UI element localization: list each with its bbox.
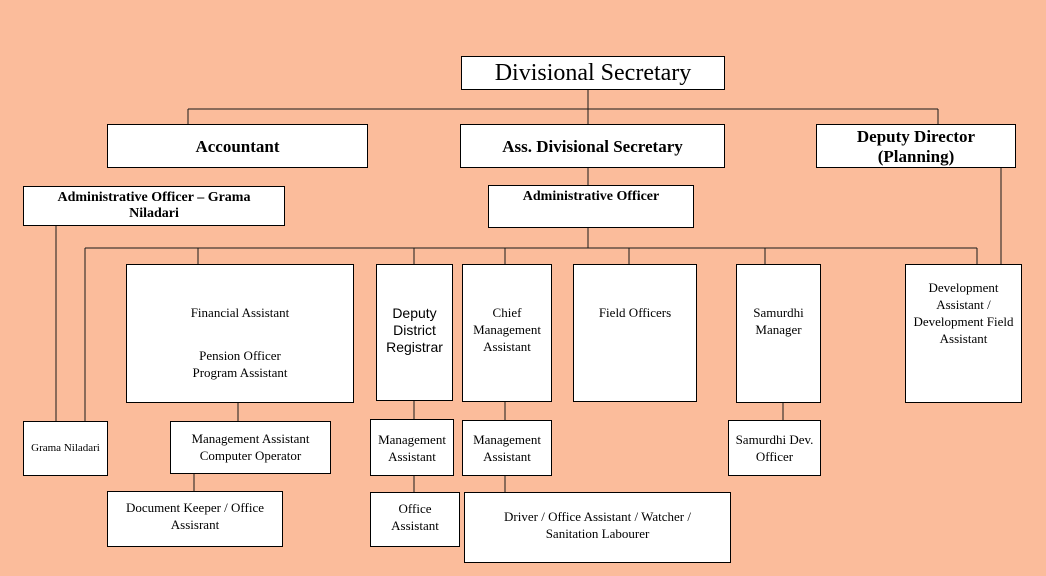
ass-divisional-secretary-box: Ass. Divisional Secretary	[460, 124, 725, 168]
admin-officer-grama-label-2: Niladari	[129, 206, 179, 221]
management-assistant-a-box: Management Assistant	[370, 419, 454, 476]
management-computer-box: Management Assistant Computer Operator	[170, 421, 331, 474]
grama-niladari-box: Grama Niladari	[23, 421, 108, 476]
samurdhi-dev-officer-box: Samurdhi Dev. Officer	[728, 420, 821, 476]
admin-officer-grama-box: Administrative Officer – Grama Niladari	[23, 186, 285, 226]
development-assistant-label: Development	[928, 280, 999, 295]
driver-label-2: Sanitation Labourer	[545, 526, 650, 541]
development-assistant-label-2: Assistant /	[936, 297, 991, 312]
management-assistant-b-box: Management Assistant	[462, 420, 552, 476]
deputy-director-box: Deputy Director (Planning)	[816, 124, 1016, 168]
samurdhi-manager-label: Samurdhi	[753, 305, 804, 320]
field-officers-box: Field Officers	[573, 264, 697, 402]
development-assistant-label-3: Development Field	[913, 314, 1014, 329]
management-computer-label-2: Computer Operator	[199, 448, 302, 463]
management-computer-label: Management Assistant	[191, 431, 310, 446]
driver-label: Driver / Office Assistant / Watcher /	[504, 509, 691, 524]
samurdhi-manager-box: Samurdhi Manager	[736, 264, 821, 403]
document-keeper-label-2: Assisrant	[170, 517, 220, 532]
samurdhi-dev-officer-label: Samurdhi Dev.	[735, 432, 814, 447]
divisional-secretary-label: Divisional Secretary	[494, 60, 692, 86]
samurdhi-dev-officer-label-2: Officer	[755, 449, 794, 464]
grama-niladari-label: Grama Niladari	[31, 442, 100, 454]
divisional-secretary-box: Divisional Secretary	[461, 56, 725, 90]
administrative-officer-box: Administrative Officer	[488, 185, 694, 228]
deputy-director-label-2: (Planning)	[877, 147, 955, 166]
ass-divisional-secretary-label: Ass. Divisional Secretary	[502, 136, 683, 156]
deputy-district-registrar-label-3: Registrar	[386, 339, 443, 355]
deputy-district-registrar-label: Deputy	[392, 305, 437, 321]
office-assistant-label-2: Assistant	[391, 518, 439, 533]
deputy-district-registrar-label-2: District	[393, 322, 436, 338]
driver-box: Driver / Office Assistant / Watcher / Sa…	[464, 492, 731, 563]
administrative-officer-label: Administrative Officer	[522, 189, 660, 204]
chief-management-assistant-label-2: Management	[473, 322, 541, 337]
deputy-director-label: Deputy Director	[856, 127, 976, 146]
financial-assistant-label: Financial Assistant	[190, 305, 290, 320]
deputy-district-registrar-box: Deputy District Registrar	[376, 264, 453, 401]
samurdhi-manager-label-2: Manager	[755, 322, 802, 337]
accountant-box: Accountant	[107, 124, 368, 168]
development-assistant-box: Development Assistant / Development Fiel…	[905, 264, 1022, 403]
management-assistant-b-label: Management	[473, 432, 541, 447]
financial-assistant-box: Financial Assistant Pension Officer Prog…	[126, 264, 354, 403]
chief-management-assistant-label-3: Assistant	[483, 339, 531, 354]
development-assistant-label-4: Assistant	[939, 331, 988, 346]
admin-officer-grama-label: Administrative Officer – Grama	[57, 190, 251, 205]
chief-management-assistant-label: Chief	[492, 305, 522, 320]
office-assistant-label: Office	[398, 501, 432, 516]
management-assistant-a-label: Management	[378, 432, 446, 447]
document-keeper-label: Document Keeper / Office	[125, 500, 264, 515]
management-assistant-b-label-2: Assistant	[483, 449, 531, 464]
pension-officer-label: Pension Officer	[199, 348, 281, 363]
management-assistant-a-label-2: Assistant	[388, 449, 436, 464]
field-officers-label: Field Officers	[598, 305, 672, 320]
program-assistant-label: Program Assistant	[192, 365, 288, 380]
office-assistant-box: Office Assistant	[370, 492, 460, 547]
document-keeper-box: Document Keeper / Office Assisrant	[107, 491, 283, 547]
accountant-label: Accountant	[195, 136, 280, 156]
chief-management-assistant-box: Chief Management Assistant	[462, 264, 552, 402]
